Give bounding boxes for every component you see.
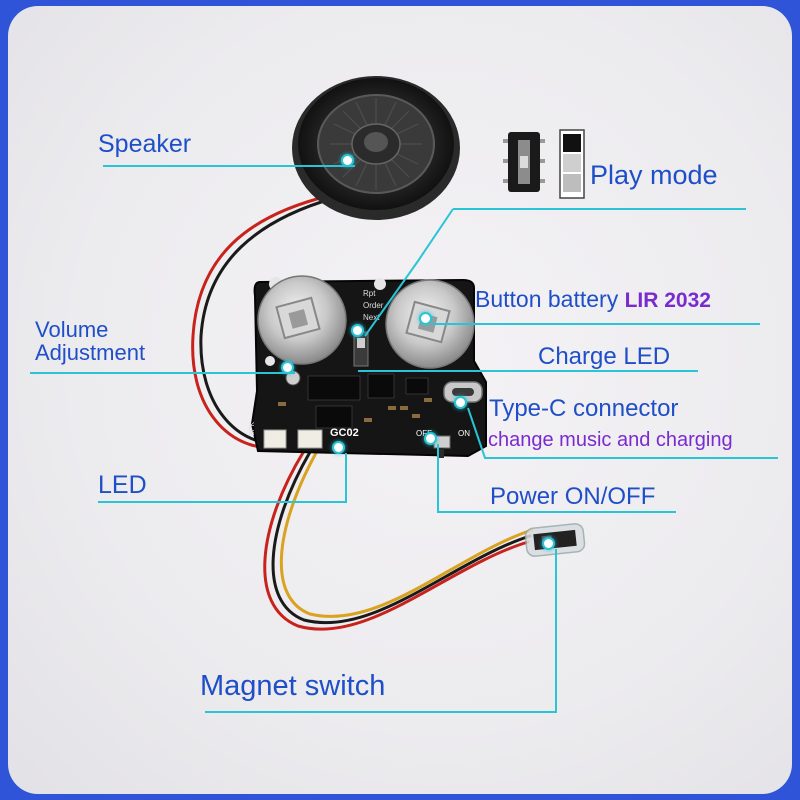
product-photo: Rpt Order Next GC02 SPK OFF ON (30, 76, 778, 713)
label-battery-model: LIR 2032 (624, 289, 711, 312)
label-power: Power ON/OFF (490, 483, 656, 510)
board-model: GC02 (330, 427, 359, 439)
label-magnet-switch: Magnet switch (200, 670, 386, 702)
led-pointer-dot (332, 441, 345, 454)
speaker-wire (191, 194, 336, 449)
battery-pointer-dot (419, 312, 432, 325)
label-button-battery: Button battery LIR 2032 (475, 286, 711, 312)
label-type-c-note: change music and charging (488, 429, 733, 451)
label-led: LED (98, 471, 147, 499)
label-type-c: Type-C connector (489, 395, 679, 422)
photo-frame: Rpt Order Next GC02 SPK OFF ON (8, 6, 792, 794)
board-mode-rpt: Rpt (363, 289, 376, 298)
label-volume-line1: Volume (35, 317, 109, 342)
speaker-pointer-dot (341, 154, 354, 167)
magnet-switch-wire (263, 449, 534, 631)
label-play-mode: Play mode (590, 160, 718, 190)
volume-pointer-dot (281, 361, 294, 374)
board-mode-order: Order (363, 301, 384, 310)
board-mode-next: Next (363, 313, 380, 322)
play-mode-switch-icon (503, 129, 585, 199)
coin-battery-left (257, 275, 347, 365)
magnet-pointer-dot (542, 537, 555, 550)
board-on: ON (458, 429, 470, 438)
label-charge-led: Charge LED (538, 343, 671, 370)
leader-lines (30, 165, 778, 713)
label-button-battery-text: Button battery (475, 286, 619, 312)
label-volume-line2: Adjustment (35, 340, 146, 365)
board-off: OFF (416, 429, 432, 438)
board-spk: SPK (249, 422, 256, 436)
power-pointer-dot (424, 432, 437, 445)
speaker (292, 76, 460, 220)
play-mode-pointer-dot (351, 324, 364, 337)
label-speaker: Speaker (98, 130, 192, 158)
type-c-pointer-dot (454, 396, 467, 409)
magnet-switch-module (524, 523, 586, 557)
